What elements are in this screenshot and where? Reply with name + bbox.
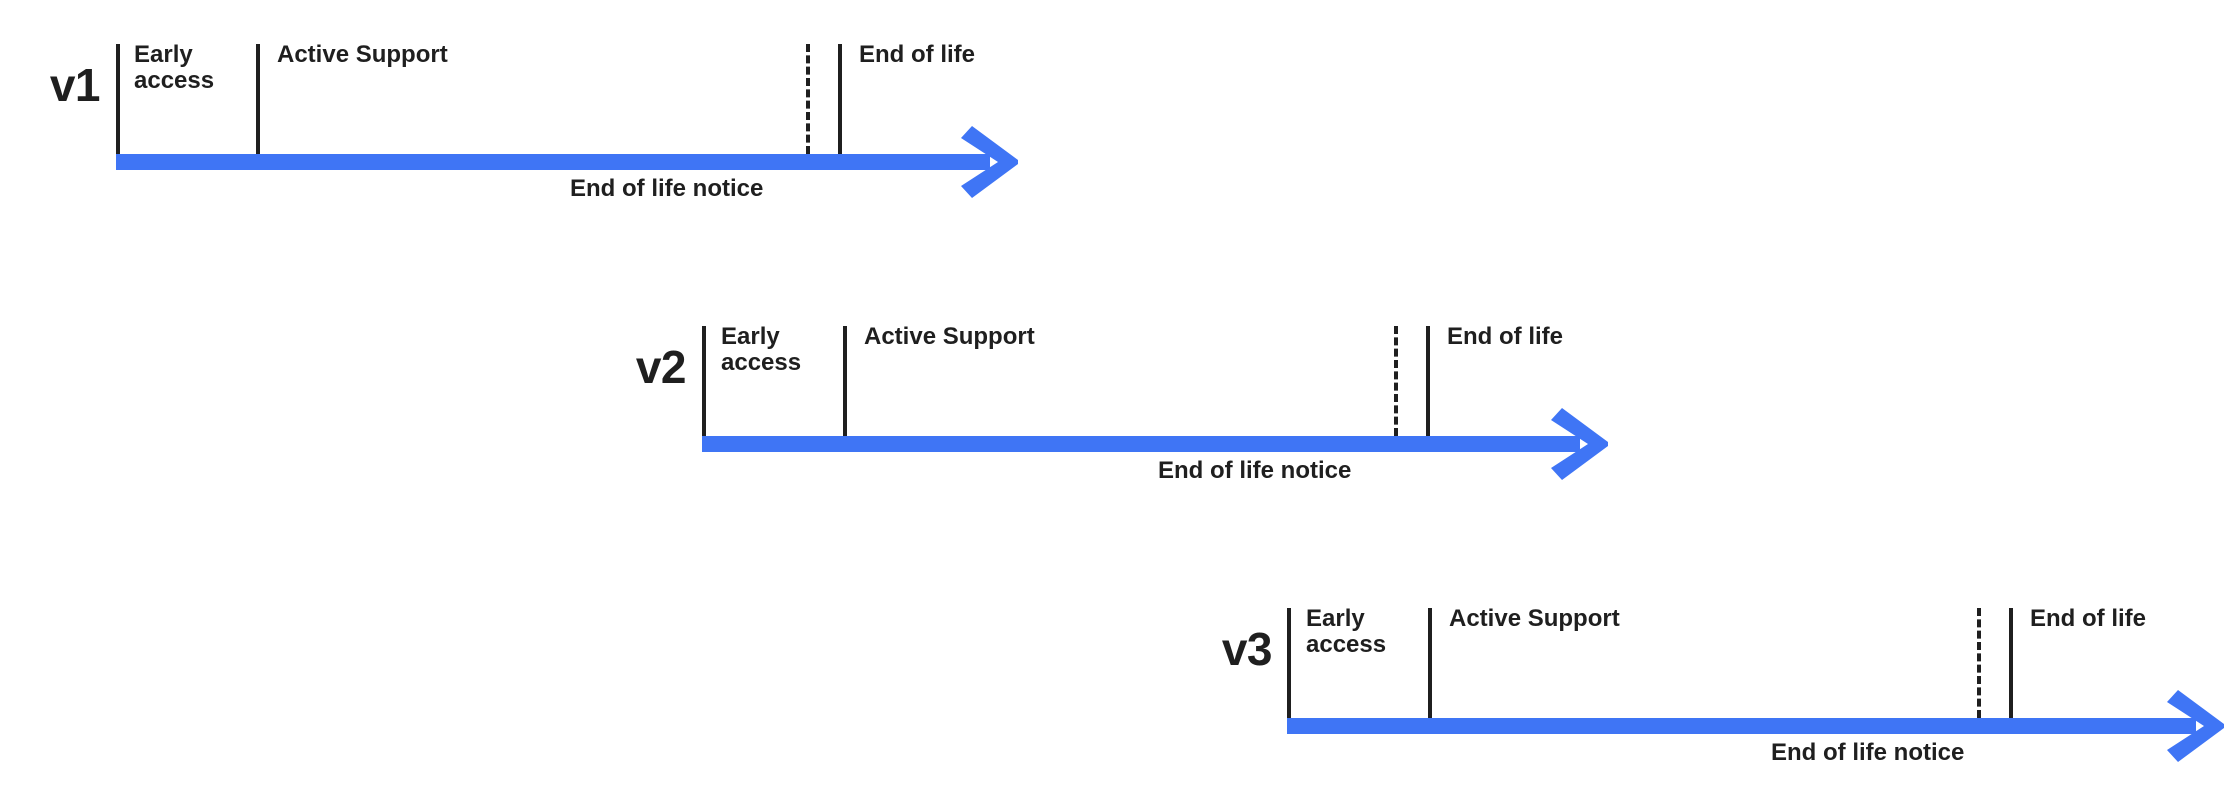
phase-divider-v2-eol-notice: [1394, 326, 1398, 436]
phase-divider-v1-3: [838, 44, 842, 154]
phase-divider-v2-3: [1426, 326, 1430, 436]
end-of-life-label-v3: End of life: [2030, 605, 2146, 632]
phase-divider-v1-0: [116, 44, 120, 154]
end-of-life-label-v2: End of life: [1447, 323, 1563, 350]
timeline-arrowhead-v2: [1550, 406, 1612, 482]
timeline-arrowhead-v1: [960, 124, 1022, 200]
early-access-label-v3: Early access: [1306, 605, 1387, 659]
active-support-label-v1: Active Support: [277, 41, 448, 68]
end-of-life-notice-label-v1: End of life notice: [570, 175, 764, 202]
phase-divider-v1-eol-notice: [806, 44, 810, 154]
phase-divider-v3-0: [1287, 608, 1291, 718]
phase-divider-v1-1: [256, 44, 260, 154]
phase-divider-v2-0: [702, 326, 706, 436]
early-access-label-v1: Early access: [134, 41, 215, 95]
timeline-bar-v3: [1287, 718, 2196, 734]
phase-divider-v2-1: [843, 326, 847, 436]
phase-divider-v3-3: [2009, 608, 2013, 718]
active-support-label-v3: Active Support: [1449, 605, 1620, 632]
version-label-v1: v1: [49, 59, 101, 111]
end-of-life-label-v1: End of life: [859, 41, 975, 68]
end-of-life-notice-label-v3: End of life notice: [1771, 739, 1965, 766]
early-access-label-v2: Early access: [721, 323, 802, 377]
phase-divider-v3-1: [1428, 608, 1432, 718]
timeline-bar-v1: [116, 154, 990, 170]
active-support-label-v2: Active Support: [864, 323, 1035, 350]
version-label-v2: v2: [635, 341, 687, 393]
end-of-life-notice-label-v2: End of life notice: [1158, 457, 1352, 484]
timeline-arrowhead-v3: [2166, 688, 2228, 764]
timeline-bar-v2: [702, 436, 1580, 452]
version-label-v3: v3: [1221, 623, 1273, 675]
phase-divider-v3-eol-notice: [1977, 608, 1981, 718]
